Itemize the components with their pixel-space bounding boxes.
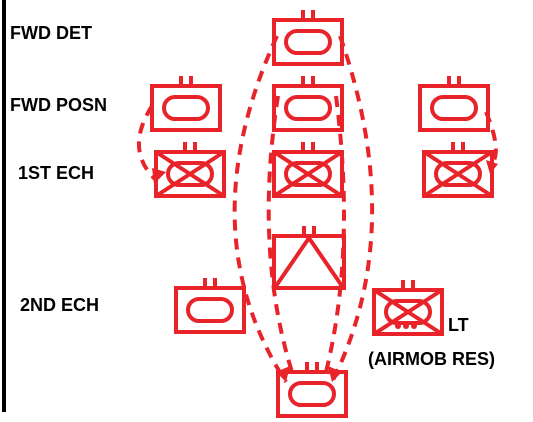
- second-ech-label: 2ND ECH: [20, 295, 100, 315]
- first-ech-center-armored-infantry-symbol: [272, 142, 344, 198]
- first-ech-label: 1ST ECH: [18, 163, 95, 183]
- unit-symbols: [150, 10, 494, 418]
- first-ech-right-armored-infantry-symbol: [422, 142, 494, 198]
- second-ech-artillery-symbol: [272, 226, 346, 290]
- rear-recon-symbol: [276, 362, 348, 418]
- route-inner-left: [266, 95, 294, 373]
- route-fwd-posn-left-to-1st-ech: [137, 104, 158, 182]
- fwd-posn-label: FWD POSN: [10, 95, 107, 115]
- fwd-posn-right-recon-symbol: [418, 76, 490, 132]
- first-ech-left-armored-infantry-symbol: [154, 142, 226, 198]
- route-outer-right: [330, 35, 375, 383]
- airmob-res-label: (AIRMOB RES): [368, 349, 495, 369]
- route-inner-right: [324, 95, 346, 373]
- airmobile-reserve-symbol: [372, 280, 444, 336]
- second-ech-recon-symbol: [174, 278, 246, 334]
- fwd-posn-center-recon-symbol: [272, 76, 344, 132]
- fwd-det-label: FWD DET: [10, 23, 92, 43]
- lt-label: LT: [448, 315, 469, 335]
- fwd-posn-left-recon-symbol: [150, 76, 222, 132]
- fwd-det-recon-symbol: [272, 10, 344, 66]
